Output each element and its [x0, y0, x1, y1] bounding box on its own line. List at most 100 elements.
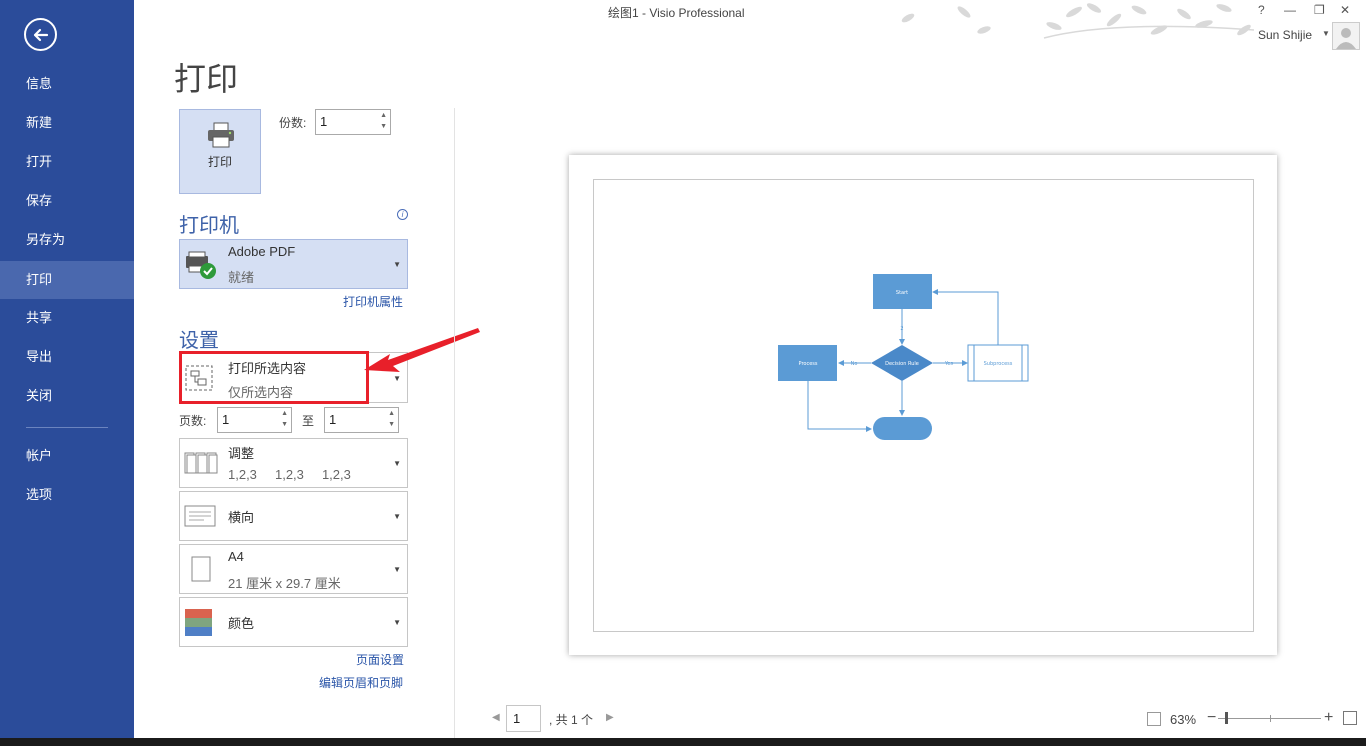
- nav-account[interactable]: 帐户: [26, 448, 53, 463]
- collate-dropdown[interactable]: 调整 1,2,3 1,2,3 1,2,3 ▼: [179, 438, 408, 488]
- pages-to-stepper[interactable]: ▲ ▼: [324, 407, 399, 433]
- title-bar: 绘图1 - Visio Professional ? — ❐ ✕: [134, 0, 1366, 50]
- pages-label: 页数:: [179, 414, 207, 428]
- right-process-label: Subprocess: [984, 361, 1013, 367]
- zoom-slider-thumb[interactable]: [1225, 712, 1228, 724]
- paper-size-sub: 21 厘米 x 29.7 厘米: [228, 576, 341, 591]
- no-connector-label: No: [851, 361, 858, 367]
- zoom-slider[interactable]: [1218, 718, 1321, 719]
- orientation-main: 横向: [228, 510, 255, 525]
- leaf-decoration-icon: [901, 3, 1254, 39]
- page-total: , 共 1 个: [549, 713, 594, 727]
- info-icon[interactable]: i: [397, 209, 408, 220]
- copies-stepper[interactable]: ▲ ▼: [315, 109, 391, 135]
- nav-export[interactable]: 导出: [26, 349, 53, 364]
- pages-from-stepper[interactable]: ▲ ▼: [217, 407, 292, 433]
- copies-input[interactable]: [320, 114, 368, 129]
- user-name[interactable]: Sun Shijie: [1258, 28, 1313, 42]
- backstage-sidebar: 信息 新建 打开 保存 另存为 打印 共享 导出 关闭 帐户 选项: [0, 0, 134, 738]
- print-button-label: 打印: [207, 155, 232, 169]
- nav-new[interactable]: 新建: [26, 115, 53, 130]
- zoom-to-fit-icon[interactable]: [1147, 712, 1161, 726]
- collate-icon: [184, 452, 218, 474]
- paper-size-dropdown[interactable]: A4 21 厘米 x 29.7 厘米 ▼: [179, 544, 408, 594]
- two-connector-label: 2: [900, 326, 903, 332]
- printer-properties-link[interactable]: 打印机属性: [343, 295, 404, 309]
- nav-info[interactable]: 信息: [26, 76, 53, 91]
- color-main: 颜色: [228, 616, 255, 631]
- pages-to-input[interactable]: [329, 412, 377, 427]
- panel-divider: [454, 108, 455, 738]
- nav-save-as[interactable]: 另存为: [26, 232, 66, 247]
- collate-sub: 1,2,3 1,2,3 1,2,3: [228, 467, 351, 482]
- pages-from-input[interactable]: [222, 412, 270, 427]
- arrow-left-icon: [33, 28, 49, 42]
- zoom-to-page-icon[interactable]: [1343, 711, 1357, 725]
- close-window-button[interactable]: ✕: [1340, 3, 1351, 17]
- printer-dropdown[interactable]: Adobe PDF 就绪 ▼: [179, 239, 408, 289]
- collate-main: 调整: [228, 446, 255, 461]
- restore-button[interactable]: ❐: [1314, 3, 1325, 17]
- print-preview-page: Start Decision Rule Process Subprocess N…: [569, 155, 1277, 655]
- end-terminator-shape: [873, 417, 932, 440]
- pages-to-label: 至: [302, 414, 315, 428]
- nav-save[interactable]: 保存: [26, 193, 53, 208]
- arrow-down-icon[interactable]: ▼: [388, 421, 395, 428]
- nav-options[interactable]: 选项: [26, 487, 53, 502]
- avatar[interactable]: [1332, 22, 1360, 50]
- chevron-down-icon: ▼: [393, 260, 401, 269]
- current-page-input[interactable]: 1: [506, 705, 541, 732]
- print-range-sub: 仅所选内容: [228, 385, 294, 400]
- print-button[interactable]: 打印: [179, 109, 261, 194]
- arrow-up-icon[interactable]: ▲: [388, 410, 395, 417]
- zoom-level[interactable]: 63%: [1170, 712, 1197, 727]
- arrow-up-icon[interactable]: ▲: [380, 112, 387, 119]
- printer-section-title: 打印机: [179, 215, 239, 237]
- header-footer-link[interactable]: 编辑页眉和页脚: [319, 676, 404, 690]
- back-button[interactable]: [24, 18, 57, 51]
- page-setup-link[interactable]: 页面设置: [356, 653, 405, 667]
- print-margin-frame: [593, 179, 1254, 632]
- start-shape: [873, 274, 932, 309]
- person-icon: [1336, 28, 1356, 49]
- red-arrow-annotation: [364, 328, 480, 372]
- landscape-page-icon: [184, 505, 216, 527]
- os-taskbar: [0, 738, 1366, 746]
- settings-section-title: 设置: [179, 330, 219, 352]
- next-page-icon[interactable]: ▶: [606, 712, 614, 723]
- selection-icon: [185, 365, 213, 391]
- highlight-box: [179, 351, 369, 404]
- nav-close[interactable]: 关闭: [26, 388, 53, 403]
- decision-shape-label: Decision Rule: [885, 361, 919, 367]
- window-title: 绘图1 - Visio Professional: [608, 6, 745, 20]
- page-title: 打印: [174, 61, 239, 97]
- right-subprocess-shape: [967, 344, 1029, 382]
- chevron-down-icon: ▼: [393, 459, 401, 468]
- minimize-button[interactable]: —: [1284, 3, 1296, 17]
- nav-divider: [26, 427, 108, 428]
- chevron-down-icon: ▼: [393, 618, 401, 627]
- start-shape-label: Start: [896, 290, 908, 296]
- arrow-up-icon[interactable]: ▲: [281, 410, 288, 417]
- zoom-out-button[interactable]: −: [1207, 709, 1217, 726]
- chevron-down-icon: ▼: [393, 565, 401, 574]
- arrow-down-icon[interactable]: ▼: [281, 421, 288, 428]
- color-dropdown[interactable]: 颜色 ▼: [179, 597, 408, 647]
- zoom-in-button[interactable]: +: [1324, 709, 1334, 726]
- nav-share[interactable]: 共享: [26, 310, 53, 325]
- chevron-down-icon: ▼: [393, 512, 401, 521]
- previous-page-icon[interactable]: ◀: [492, 712, 500, 723]
- paper-size-main: A4: [228, 549, 244, 564]
- nav-print[interactable]: 打印: [0, 261, 134, 299]
- orientation-dropdown[interactable]: 横向 ▼: [179, 491, 408, 541]
- zoom-slider-midpoint: [1270, 715, 1271, 722]
- printer-icon: [208, 122, 234, 148]
- user-menu-caret-icon[interactable]: ▼: [1322, 29, 1330, 38]
- arrow-down-icon[interactable]: ▼: [380, 123, 387, 130]
- left-process-label: Process: [799, 361, 818, 367]
- printer-name: Adobe PDF: [228, 244, 296, 259]
- left-process-shape: [778, 345, 837, 381]
- help-button[interactable]: ?: [1258, 3, 1265, 17]
- nav-open[interactable]: 打开: [26, 154, 53, 169]
